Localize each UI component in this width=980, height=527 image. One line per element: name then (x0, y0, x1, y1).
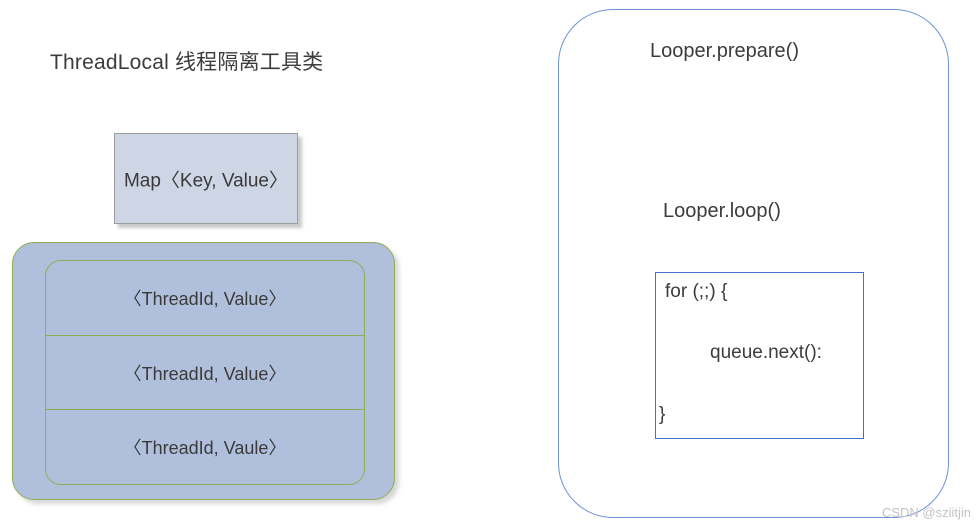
looper-loop-label: Looper.loop() (663, 200, 781, 222)
looper-prepare-label: Looper.prepare() (650, 40, 799, 62)
looper-code-box (655, 272, 864, 439)
code-line-for-loop: for (;;) { (665, 281, 728, 302)
watermark: CSDN @sziitjin (881, 505, 971, 520)
looper-panel (558, 9, 949, 518)
threadlocal-entry-row: 〈ThreadId, Value〉 (123, 288, 287, 309)
code-line-queue-next: queue.next(): (710, 342, 822, 363)
map-box: Map〈Key, Value〉 (114, 133, 298, 224)
code-line-closing-brace: } (659, 404, 666, 425)
threadlocal-entry-table: 〈ThreadId, Value〉 〈ThreadId, Value〉 〈Thr… (45, 260, 365, 485)
threadlocal-entry-row: 〈ThreadId, Vaule〉 (46, 409, 364, 484)
left-diagram-title: ThreadLocal 线程隔离工具类 (50, 51, 324, 74)
map-box-label: Map〈Key, Value〉 (123, 170, 289, 191)
threadlocal-entry-row: 〈ThreadId, Value〉 (46, 334, 364, 410)
